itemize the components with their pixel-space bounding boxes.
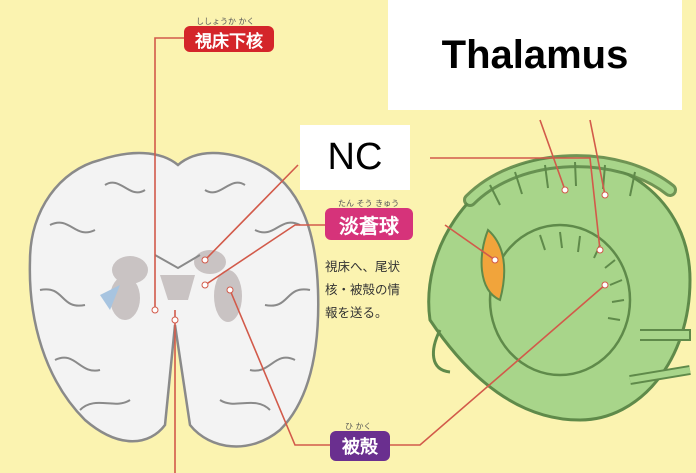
globus-pallidus-ruby: たん そう きゅう bbox=[338, 199, 400, 208]
globus-pallidus-label: 淡蒼球 bbox=[325, 208, 413, 240]
ventricle-left bbox=[100, 285, 120, 310]
leader-dots bbox=[151, 186, 609, 324]
thalamus-region bbox=[160, 275, 195, 300]
nc-text: NC bbox=[327, 136, 383, 178]
globus-pallidus-highlight bbox=[480, 228, 506, 302]
description-line: 核・被殻の情 bbox=[325, 282, 401, 297]
thalamus-overlay: Thalamus bbox=[388, 0, 682, 110]
putamen-label: 被殻 bbox=[330, 431, 390, 461]
subthalamic-nucleus-label: 視床下核 bbox=[184, 26, 274, 52]
thalamus-text: Thalamus bbox=[441, 32, 629, 77]
coronal-brain-section bbox=[28, 151, 320, 448]
hypothalamus-ruby: ししょうか かく bbox=[196, 17, 255, 26]
putamen-ruby: ひ かく bbox=[345, 422, 372, 431]
globus-pallidus-description: 視床へ、尾状 核・被殻の情 報を送る。 bbox=[325, 255, 425, 324]
basal-ganglia-model bbox=[427, 154, 692, 422]
caudate-right bbox=[194, 250, 226, 274]
description-line: 視床へ、尾状 bbox=[325, 259, 401, 274]
putamen-region bbox=[214, 270, 242, 322]
nc-overlay: NC bbox=[300, 125, 410, 190]
description-line: 報を送る。 bbox=[325, 305, 388, 320]
